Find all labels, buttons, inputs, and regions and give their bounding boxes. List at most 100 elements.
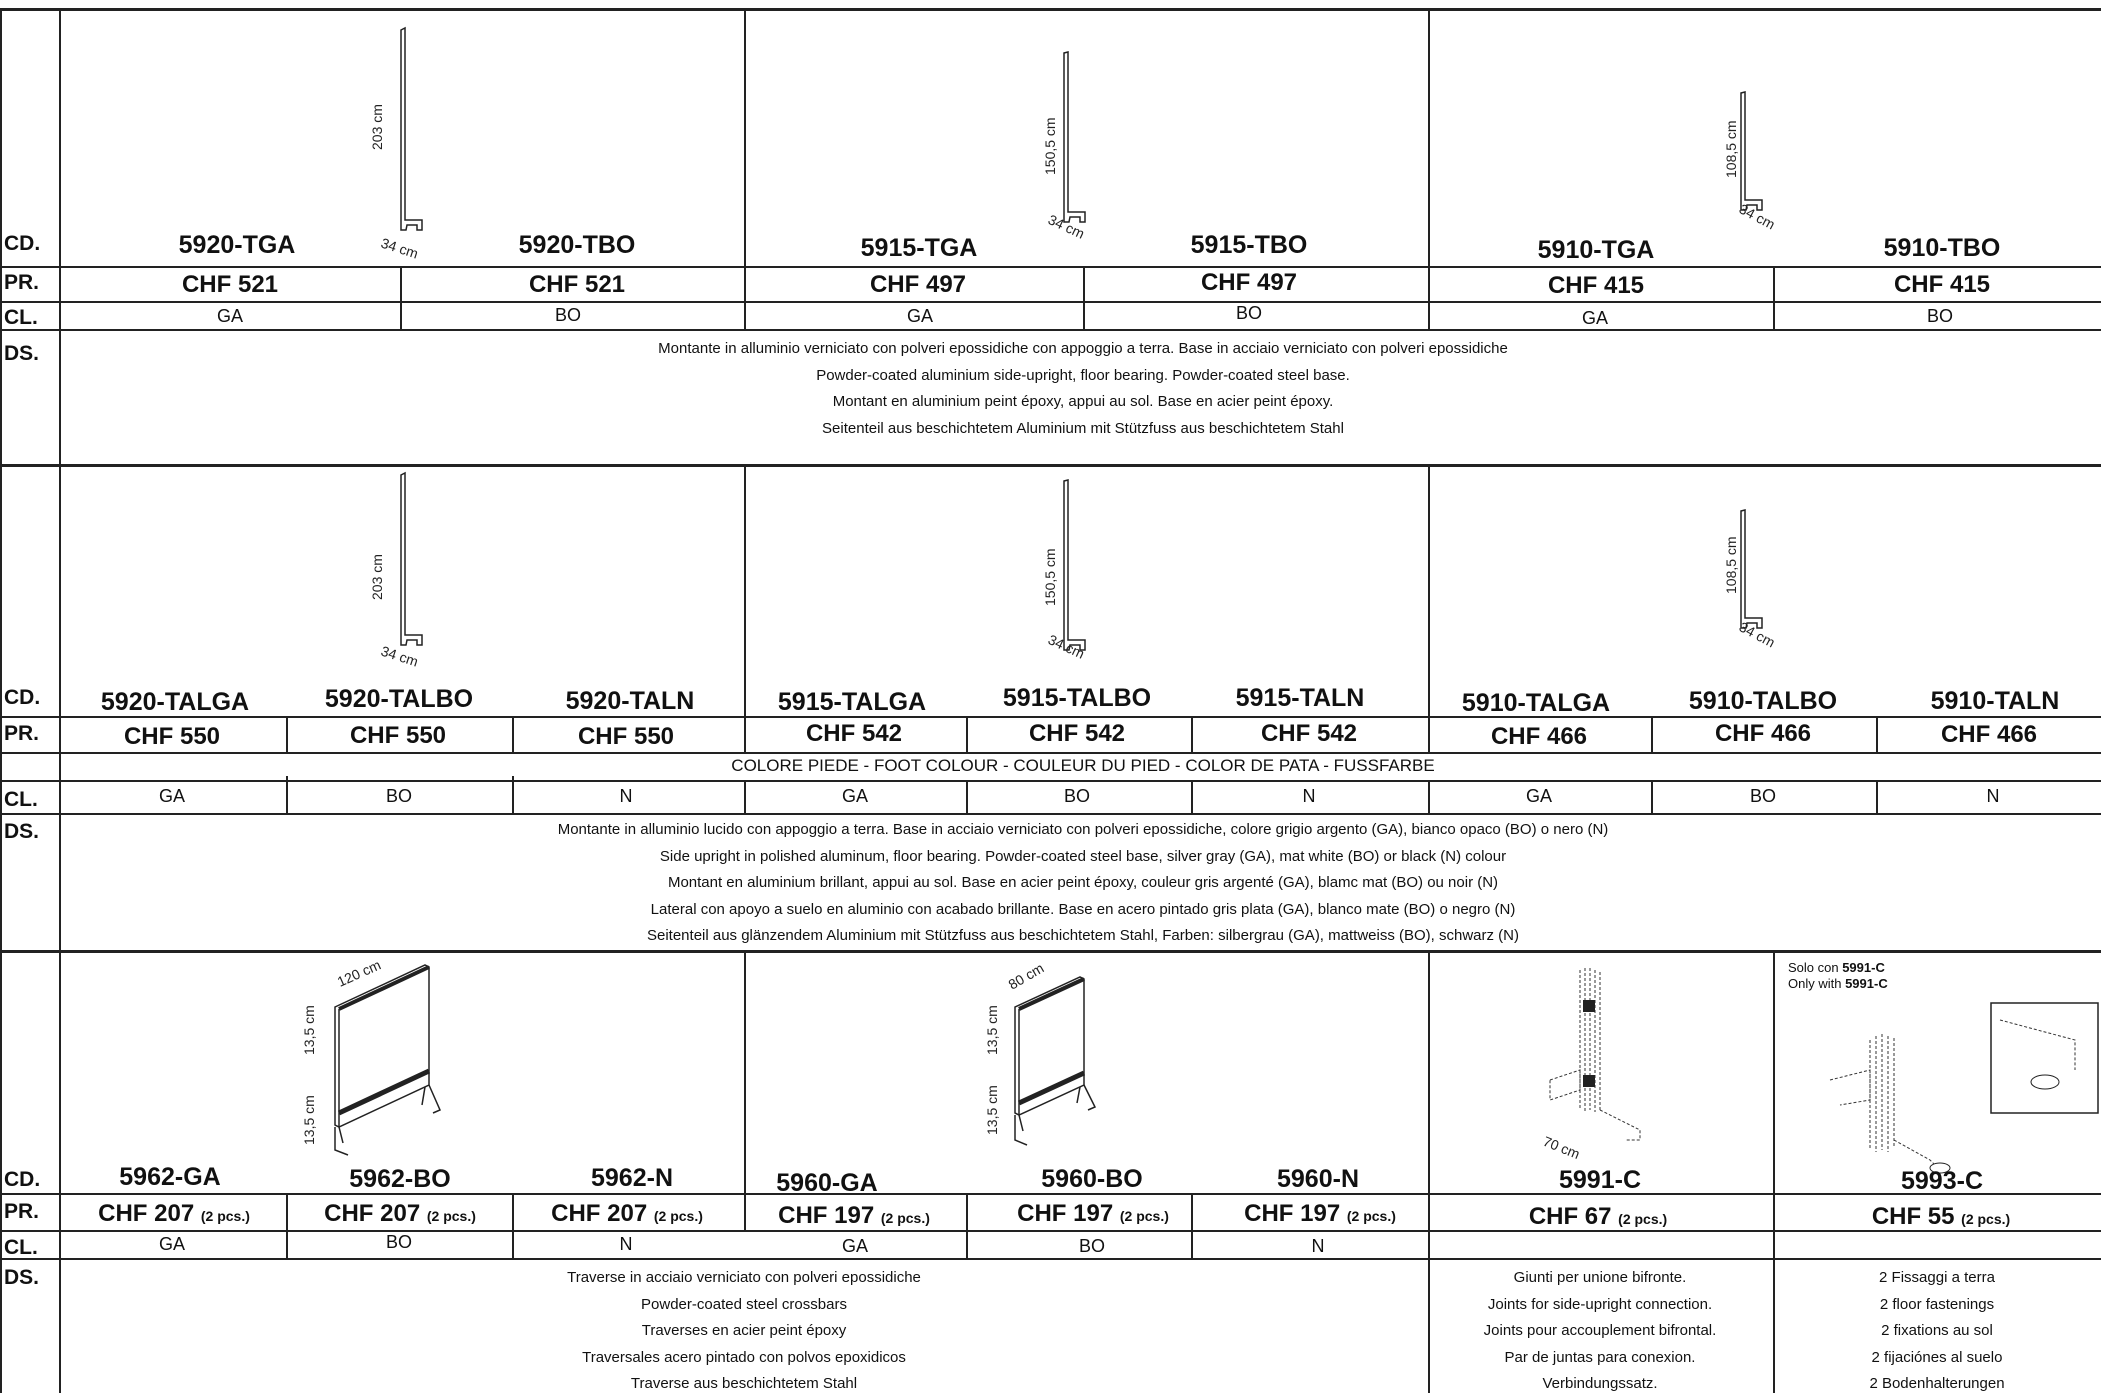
product-code: 5915-TALBO: [1002, 684, 1152, 712]
svg-text:13,5 cm: 13,5 cm: [984, 1085, 1000, 1135]
product-code: 5962-N: [591, 1164, 673, 1192]
product-code: 5920-TGA: [178, 231, 296, 259]
color-code: BO: [554, 305, 582, 325]
price: CHF 207 (2 pcs.): [551, 1200, 703, 1227]
row-label-description: DS.: [4, 820, 40, 843]
side-upright-203-figure: 203 cm 34 cm: [369, 26, 423, 262]
joint-connection-figure: 70 cm: [1541, 968, 1641, 1162]
product-code: 5915-TALGA: [777, 688, 927, 716]
svg-text:203 cm: 203 cm: [369, 104, 385, 150]
svg-text:34 cm: 34 cm: [379, 235, 420, 262]
price: CHF 197 (2 pcs.): [1017, 1200, 1169, 1227]
side-upright-150-figure: 150,5 cm 34 cm: [1042, 479, 1087, 662]
row-label-price: PR.: [4, 271, 40, 294]
price: CHF 415: [1547, 272, 1645, 299]
color-code: BO: [385, 1232, 413, 1252]
product-code: 5960-N: [1277, 1165, 1359, 1193]
color-code: GA: [158, 786, 186, 806]
price: CHF 67 (2 pcs.): [1528, 1203, 1668, 1230]
crossbar-frame-80-figure: 80 cm 13,5 cm 13,5 cm: [984, 960, 1097, 1146]
row-label-price: PR.: [4, 1200, 40, 1223]
svg-text:120 cm: 120 cm: [335, 956, 383, 989]
svg-text:108,5 cm: 108,5 cm: [1723, 536, 1739, 594]
product-code: 5915-TGA: [860, 234, 978, 262]
row-label-color: CL.: [4, 1236, 38, 1259]
joints-description: Giunti per unione bifronte. Joints for s…: [1483, 1269, 1717, 1392]
product-code: 5991-C: [1559, 1166, 1641, 1194]
price: CHF 55 (2 pcs.): [1871, 1203, 2011, 1230]
price: CHF 466: [1490, 723, 1588, 750]
color-code: N: [1311, 1236, 1325, 1256]
crossbar-frame-120-figure: 120 cm 13,5 cm 13,5 cm: [301, 956, 441, 1156]
color-code: GA: [841, 1236, 869, 1256]
svg-text:80 cm: 80 cm: [1006, 960, 1047, 993]
product-code: 5920-TALGA: [100, 688, 250, 716]
only-with-note: Solo con 5991-C Only with 5991-C: [1788, 960, 1888, 991]
svg-text:150,5 cm: 150,5 cm: [1042, 548, 1058, 606]
price: CHF 542: [1028, 720, 1126, 747]
price: CHF 550: [577, 723, 675, 750]
product-code: 5910-TGA: [1537, 236, 1655, 264]
color-code: BO: [385, 786, 413, 806]
svg-text:203 cm: 203 cm: [369, 554, 385, 600]
svg-text:13,5 cm: 13,5 cm: [301, 1005, 317, 1055]
price: CHF 550: [123, 723, 221, 750]
price: CHF 542: [805, 720, 903, 747]
color-code: GA: [906, 306, 934, 326]
svg-text:70 cm: 70 cm: [1541, 1133, 1582, 1162]
price: CHF 550: [349, 722, 447, 749]
side-upright-108-figure: 108,5 cm 34 cm: [1723, 91, 1778, 233]
price: CHF 466: [1940, 721, 2038, 748]
side-upright-150-figure: 150,5 cm 34 cm: [1042, 51, 1087, 242]
price: CHF 466: [1714, 720, 1812, 747]
color-code: GA: [841, 786, 869, 806]
product-code: 5993-C: [1901, 1167, 1983, 1195]
price: CHF 207 (2 pcs.): [98, 1200, 250, 1227]
color-code: N: [1986, 786, 2000, 806]
row-label-code: CD.: [4, 1168, 41, 1191]
color-code: GA: [1581, 308, 1609, 328]
price: CHF 207 (2 pcs.): [324, 1200, 476, 1227]
price: CHF 415: [1893, 271, 1991, 298]
fastenings-description: 2 Fissaggi a terra 2 floor fastenings 2 …: [1869, 1269, 2005, 1392]
product-code: 5920-TALN: [565, 687, 695, 715]
price: CHF 497: [1200, 269, 1298, 296]
svg-text:34 cm: 34 cm: [379, 643, 420, 670]
svg-text:13,5 cm: 13,5 cm: [984, 1005, 1000, 1055]
color-code: BO: [1063, 786, 1091, 806]
row-label-color: CL.: [4, 306, 38, 329]
product-code: 5915-TBO: [1190, 231, 1308, 259]
product-code: 5960-BO: [1041, 1165, 1143, 1193]
price: CHF 197 (2 pcs.): [1244, 1200, 1396, 1227]
color-code: BO: [1078, 1236, 1106, 1256]
product-code: 5960-GA: [776, 1169, 878, 1197]
product-code: 5920-TALBO: [324, 685, 474, 713]
product-code: 5910-TALBO: [1688, 687, 1838, 715]
product-code: 5910-TALGA: [1461, 689, 1611, 717]
description-block: Montante in alluminio lucido con appoggi…: [557, 821, 1609, 944]
color-code: BO: [1749, 786, 1777, 806]
price: CHF 497: [869, 271, 967, 298]
price: CHF 521: [181, 271, 279, 298]
svg-text:108,5 cm: 108,5 cm: [1723, 120, 1739, 178]
price: CHF 197 (2 pcs.): [778, 1202, 930, 1229]
svg-text:13,5 cm: 13,5 cm: [301, 1095, 317, 1145]
product-code: 5920-TBO: [518, 231, 636, 259]
row-label-price: PR.: [4, 722, 40, 745]
product-code: 5962-GA: [119, 1163, 221, 1191]
description-block: Montante in alluminio verniciato con pol…: [658, 340, 1508, 437]
color-code: GA: [158, 1234, 186, 1254]
svg-text:150,5 cm: 150,5 cm: [1042, 117, 1058, 175]
floor-fastening-figure: [1829, 1002, 2099, 1174]
product-code: 5910-TALN: [1930, 687, 2060, 715]
color-code: BO: [1926, 306, 1954, 326]
product-code: 5910-TBO: [1883, 234, 2001, 262]
price: CHF 521: [528, 271, 626, 298]
color-code: N: [619, 786, 633, 806]
product-code: 5962-BO: [349, 1165, 451, 1193]
row-label-code: CD.: [4, 232, 41, 255]
side-upright-203-figure: 203 cm 34 cm: [369, 471, 423, 670]
color-code: N: [619, 1234, 633, 1254]
row-label-description: DS.: [4, 1266, 40, 1289]
price: CHF 542: [1260, 720, 1358, 747]
